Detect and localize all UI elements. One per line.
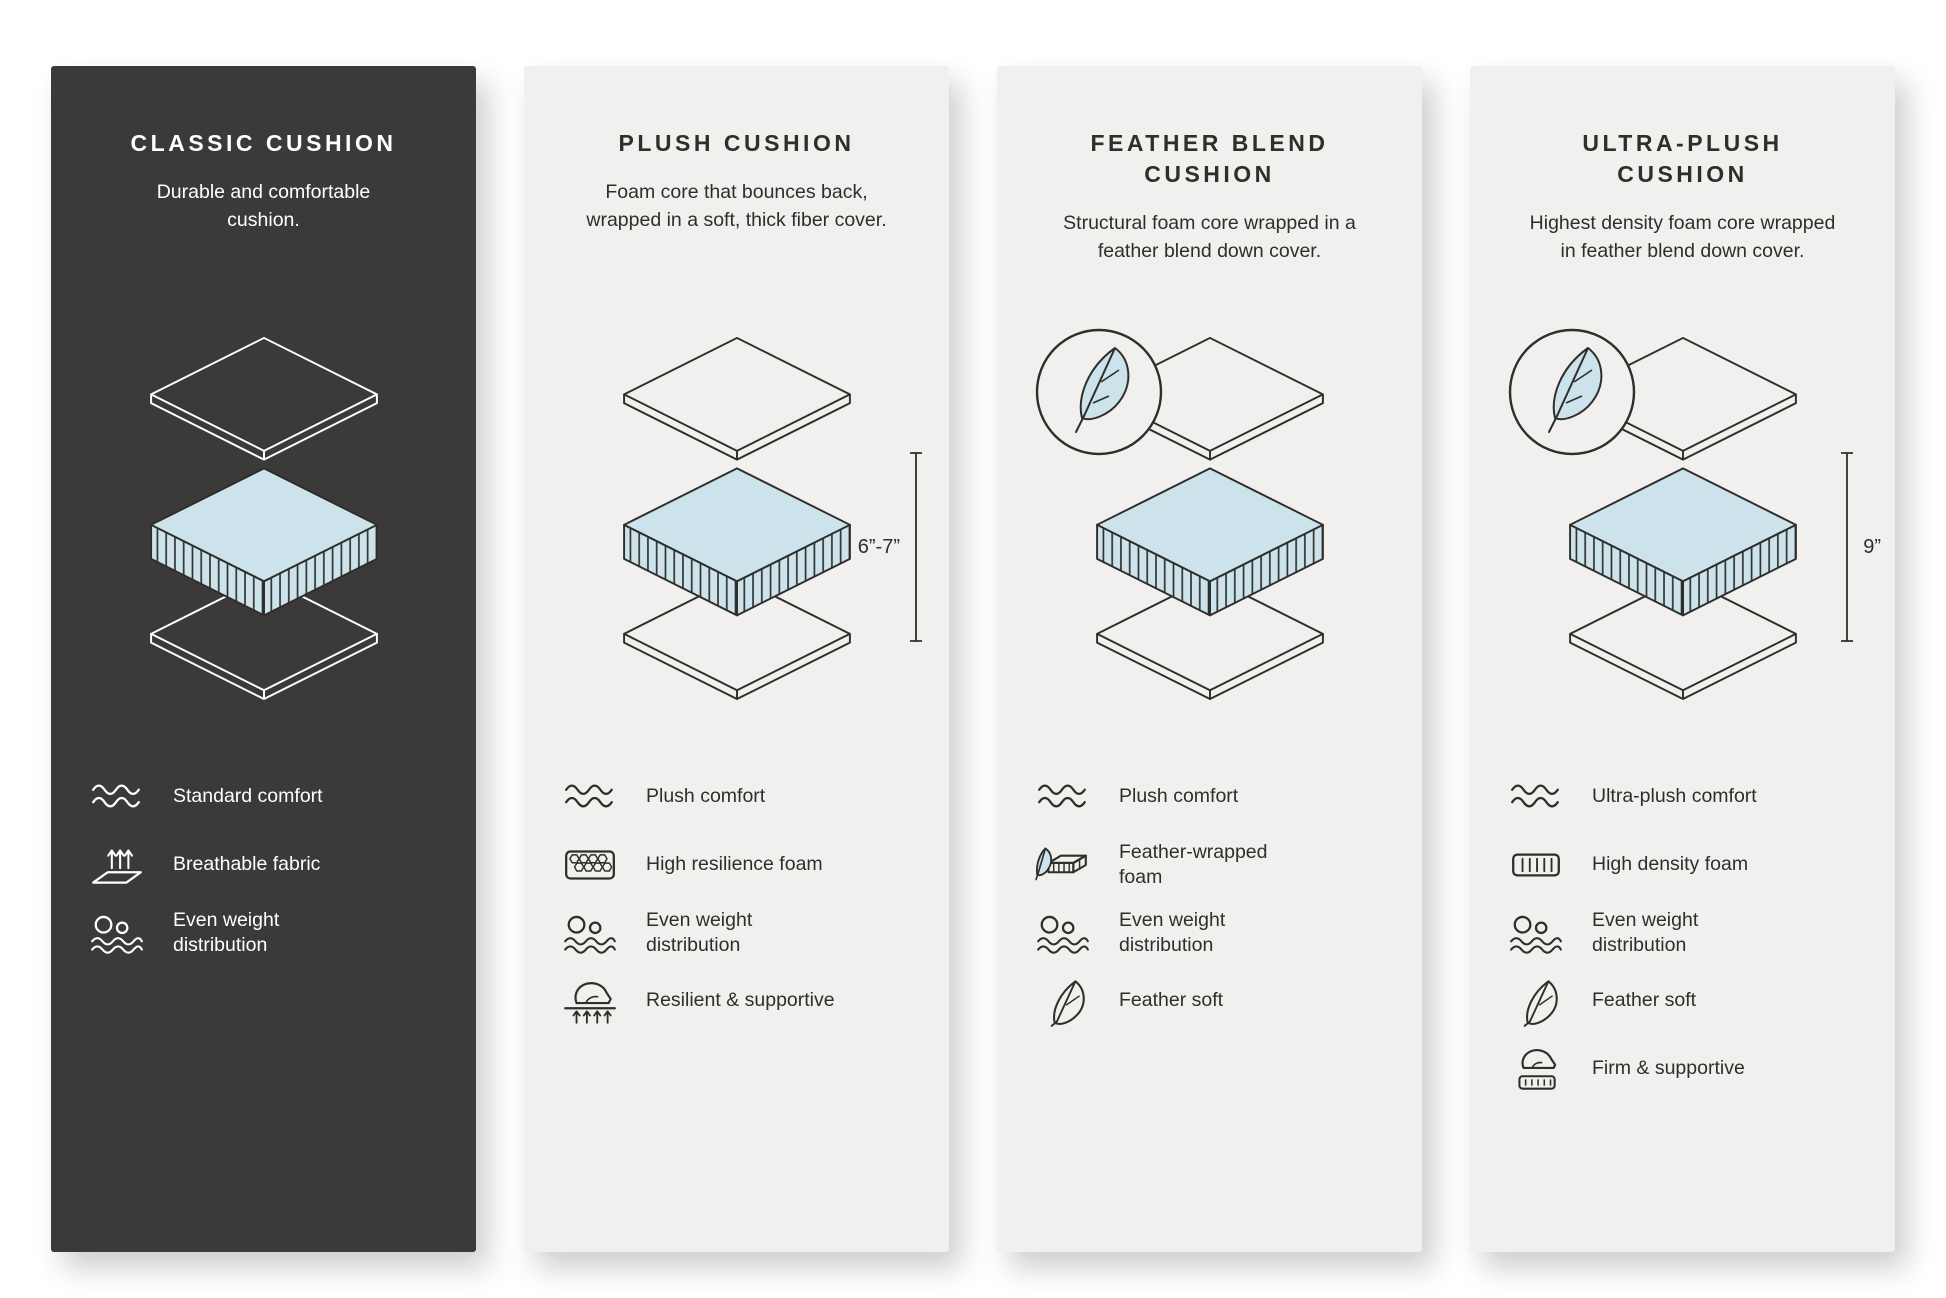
- card-description: Structural foam core wrapped in a feathe…: [1063, 212, 1356, 262]
- card-header: PLUSH CUSHION Foam core that bounces bac…: [560, 128, 913, 326]
- card-feather-blend-cushion: FEATHER BLEND CUSHION Structural foam co…: [997, 66, 1422, 1252]
- feature-list: Standard comfort Breathable fabric Even …: [87, 770, 440, 960]
- feature-item: Firm & supportive: [1506, 1042, 1859, 1096]
- feature-label: Ultra-plush comfort: [1592, 785, 1757, 808]
- card-title: PLUSH CUSHION: [618, 130, 855, 156]
- cushion-layers-diagram: [1033, 328, 1386, 734]
- press-hand-icon: [560, 975, 620, 1027]
- feature-item: Plush comfort: [560, 770, 913, 824]
- feature-item: Ultra-plush comfort: [1506, 770, 1859, 824]
- height-measurement: 6”-7”: [858, 452, 923, 642]
- measurement-label: 9”: [1863, 535, 1881, 558]
- height-measurement: 9”: [1840, 452, 1881, 642]
- weight-distribution-icon: [1506, 907, 1566, 959]
- waves-icon: [560, 771, 620, 823]
- feature-label: High resilience foam: [646, 853, 823, 876]
- waves-icon: [1033, 771, 1093, 823]
- feather-icon: [1033, 975, 1093, 1027]
- feature-label: Breathable fabric: [173, 853, 321, 876]
- feature-label: Even weight distribution: [173, 908, 280, 956]
- feature-item: Even weight distribution: [1033, 906, 1386, 960]
- feather-icon: [1506, 975, 1566, 1027]
- cushion-layers-diagram: 9”: [1506, 328, 1881, 734]
- feature-item: Feather soft: [1506, 974, 1859, 1028]
- card-ultra-plush-cushion: ULTRA-PLUSH CUSHION Highest density foam…: [1470, 66, 1895, 1252]
- card-title: FEATHER BLEND CUSHION: [1090, 130, 1329, 188]
- feature-label: Even weight distribution: [1592, 908, 1699, 956]
- card-description: Foam core that bounces back, wrapped in …: [586, 181, 887, 231]
- card-classic-cushion: CLASSIC CUSHION Durable and comfortable …: [51, 66, 476, 1252]
- feature-label: Feather soft: [1119, 989, 1224, 1012]
- feature-label: Feather soft: [1592, 989, 1697, 1012]
- feature-label: High density foam: [1592, 853, 1749, 876]
- card-plush-cushion: PLUSH CUSHION Foam core that bounces bac…: [524, 66, 949, 1252]
- cushion-layers-diagram: [87, 332, 440, 734]
- feature-list: Ultra-plush comfort High density foam Ev…: [1506, 770, 1859, 1096]
- weight-distribution-icon: [1033, 907, 1093, 959]
- feature-item: High density foam: [1506, 838, 1859, 892]
- cushion-stack-icon: [622, 336, 851, 701]
- card-title: CLASSIC CUSHION: [130, 130, 397, 156]
- weight-distribution-icon: [87, 907, 147, 959]
- feature-list: Plush comfort Feather-wrapped foam Even …: [1033, 770, 1386, 1028]
- feature-item: Breathable fabric: [87, 838, 440, 892]
- density-foam-icon: [1506, 839, 1566, 891]
- feature-label: Firm & supportive: [1592, 1057, 1745, 1080]
- feature-label: Feather-wrapped foam: [1119, 840, 1268, 888]
- feather-badge-icon: [1508, 328, 1636, 456]
- feather-foam-icon: [1033, 839, 1093, 891]
- cushion-layers-diagram: 6”-7”: [560, 332, 923, 734]
- card-description: Highest density foam core wrapped in fea…: [1529, 212, 1836, 262]
- weight-distribution-icon: [560, 907, 620, 959]
- breathable-fabric-icon: [87, 839, 147, 891]
- feature-item: Even weight distribution: [560, 906, 913, 960]
- feature-label: Plush comfort: [1119, 785, 1239, 808]
- feature-item: Feather-wrapped foam: [1033, 838, 1386, 892]
- cushion-stack-icon: [149, 336, 378, 701]
- feature-label: Plush comfort: [646, 785, 766, 808]
- feather-badge-icon: [1035, 328, 1163, 456]
- feature-item: Even weight distribution: [87, 906, 440, 960]
- card-title: ULTRA-PLUSH CUSHION: [1582, 130, 1783, 188]
- waves-icon: [87, 771, 147, 823]
- firm-support-icon: [1506, 1043, 1566, 1095]
- feature-label: Even weight distribution: [1119, 908, 1226, 956]
- card-header: ULTRA-PLUSH CUSHION Highest density foam…: [1506, 128, 1859, 326]
- feature-item: Standard comfort: [87, 770, 440, 824]
- measure-line-icon: [909, 452, 923, 642]
- feature-list: Plush comfort High resilience foam Even …: [560, 770, 913, 1028]
- feature-label: Standard comfort: [173, 785, 323, 808]
- foam-cells-icon: [560, 839, 620, 891]
- feature-label: Even weight distribution: [646, 908, 753, 956]
- waves-icon: [1506, 771, 1566, 823]
- card-header: CLASSIC CUSHION Durable and comfortable …: [87, 128, 440, 326]
- feature-item: Plush comfort: [1033, 770, 1386, 824]
- feature-item: High resilience foam: [560, 838, 913, 892]
- feature-label: Resilient & supportive: [646, 989, 835, 1012]
- feature-item: Feather soft: [1033, 974, 1386, 1028]
- measurement-label: 6”-7”: [857, 535, 900, 558]
- feature-item: Resilient & supportive: [560, 974, 913, 1028]
- card-description: Durable and comfortable cushion.: [156, 181, 371, 231]
- card-header: FEATHER BLEND CUSHION Structural foam co…: [1033, 128, 1386, 326]
- measure-line-icon: [1840, 452, 1855, 642]
- feature-item: Even weight distribution: [1506, 906, 1859, 960]
